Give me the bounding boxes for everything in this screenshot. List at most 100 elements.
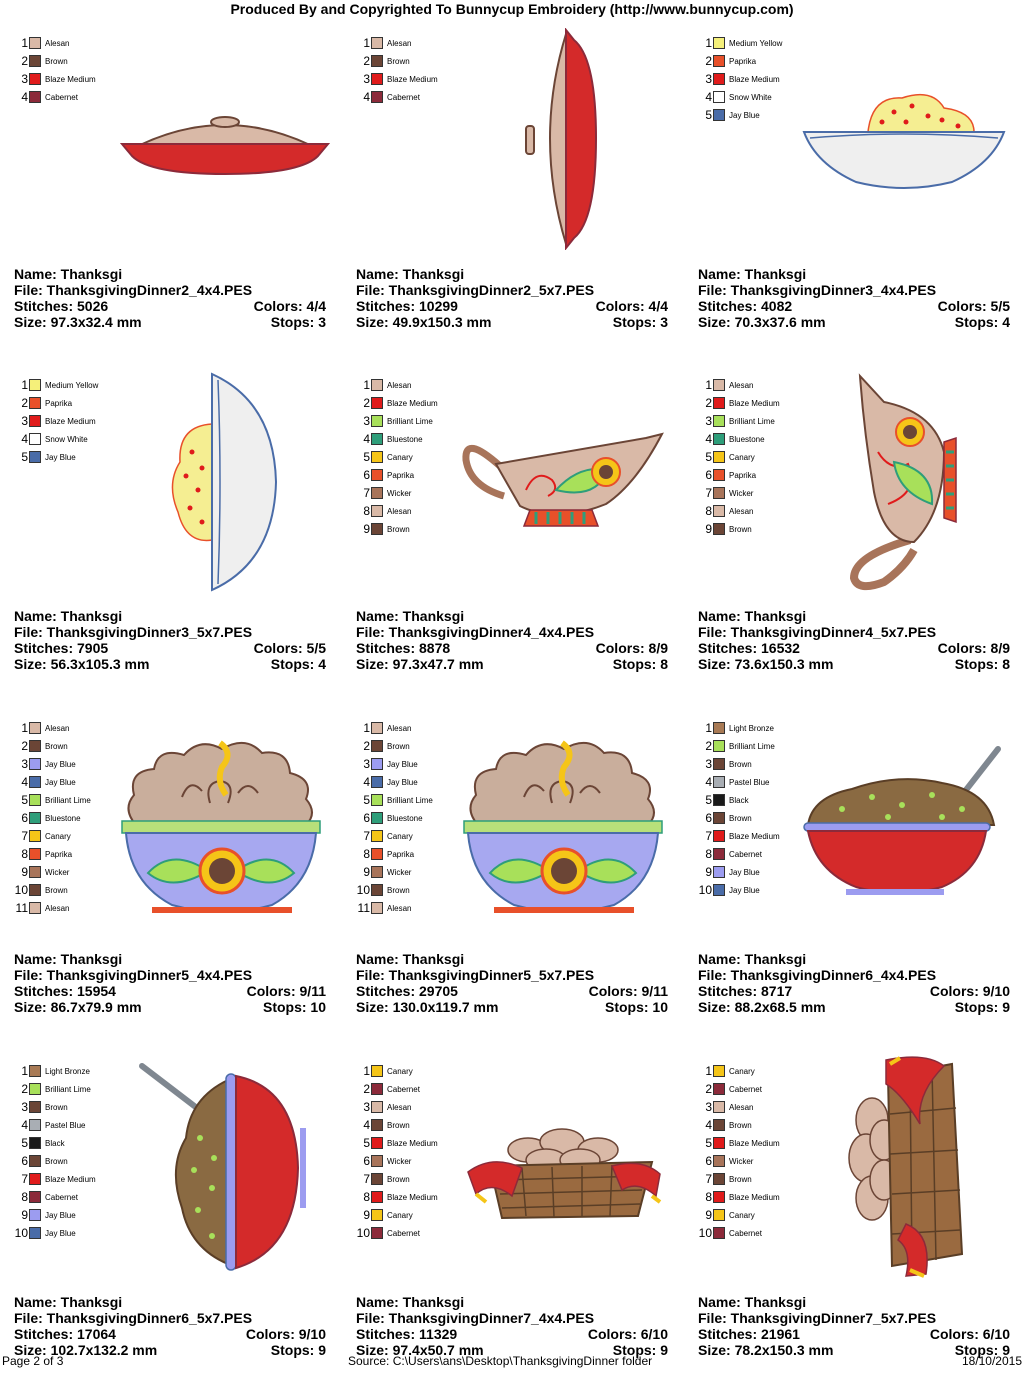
- thread-color-name: Blaze Medium: [387, 398, 438, 408]
- thread-color-name: Jay Blue: [45, 759, 76, 769]
- thread-color-name: Jay Blue: [45, 452, 76, 462]
- thread-color-swatch: [713, 884, 725, 896]
- thread-color-number: 3: [363, 72, 370, 86]
- thread-color-swatch: [713, 55, 725, 67]
- thread-color-name: Canary: [729, 1210, 755, 1220]
- thread-color-swatch: [29, 776, 41, 788]
- thread-color-swatch: [29, 1119, 41, 1131]
- thread-color-name: Canary: [387, 831, 413, 841]
- thread-color-number: 3: [363, 757, 370, 771]
- design-file: File: ThanksgivingDinner4_4x4.PES: [356, 624, 595, 640]
- design-info: Name: Thanksgi File: ThanksgivingDinner3…: [698, 266, 1010, 330]
- thread-color-swatch: [371, 91, 383, 103]
- thread-color-swatch: [713, 1191, 725, 1203]
- thread-color-name: Light Bronze: [45, 1066, 90, 1076]
- thread-color-number: 8: [705, 1190, 712, 1204]
- thread-color-name: Alesan: [45, 38, 70, 48]
- thread-color-name: Brown: [387, 1120, 410, 1130]
- thread-color-number: 7: [363, 829, 370, 843]
- thread-color-name: Cabernet: [45, 92, 78, 102]
- thread-color-swatch: [29, 1137, 41, 1149]
- thread-color-number: 6: [705, 811, 712, 825]
- thread-color-name: Cabernet: [387, 1228, 420, 1238]
- thread-color-number: 1: [363, 721, 370, 735]
- thread-color-name: Canary: [387, 1066, 413, 1076]
- thread-color-swatch: [371, 505, 383, 517]
- thread-color-swatch: [371, 830, 383, 842]
- design-size: Size: 97.4x50.7 mm: [356, 1342, 484, 1358]
- thread-color-swatch: [713, 523, 725, 535]
- thread-color-number: 6: [21, 1154, 28, 1168]
- thread-color-swatch: [29, 1191, 41, 1203]
- thread-color-swatch: [371, 866, 383, 878]
- thread-color-number: 4: [363, 432, 370, 446]
- thread-color-number: 4: [705, 432, 712, 446]
- thread-color-swatch: [371, 1173, 383, 1185]
- thread-color-swatch: [371, 1227, 383, 1239]
- thread-color-name: Blaze Medium: [387, 74, 438, 84]
- design-stitches: Stitches: 8717: [698, 983, 793, 999]
- thread-color-name: Jay Blue: [729, 867, 760, 877]
- thread-color-number: 8: [21, 1190, 28, 1204]
- thread-color-number: 2: [705, 739, 712, 753]
- thread-color-number: 1: [363, 1064, 370, 1078]
- thread-color-row: 1 Canary: [356, 1062, 438, 1080]
- thread-color-swatch: [713, 37, 725, 49]
- thread-color-swatch: [371, 884, 383, 896]
- thread-color-number: 4: [363, 775, 370, 789]
- thread-color-swatch: [713, 91, 725, 103]
- thread-color-swatch: [371, 379, 383, 391]
- thread-color-name: Canary: [45, 831, 71, 841]
- thread-color-swatch: [371, 848, 383, 860]
- thread-color-name: Brown: [45, 1156, 68, 1166]
- thread-color-swatch: [29, 1101, 41, 1113]
- thread-color-number: 10: [14, 883, 28, 897]
- thread-color-name: Paprika: [729, 470, 757, 480]
- design-stitches: Stitches: 11329: [356, 1326, 458, 1342]
- design-file: File: ThanksgivingDinner6_5x7.PES: [14, 1310, 253, 1326]
- design-file: File: ThanksgivingDinner4_5x7.PES: [698, 624, 937, 640]
- thread-color-number: 1: [363, 36, 370, 50]
- thread-color-number: 4: [363, 90, 370, 104]
- thread-color-swatch: [713, 722, 725, 734]
- thread-color-number: 11: [357, 901, 370, 915]
- thread-color-number: 5: [705, 108, 712, 122]
- thread-color-swatch: [713, 469, 725, 481]
- thread-color-name: Paprika: [729, 56, 757, 66]
- thread-color-name: Blaze Medium: [729, 74, 780, 84]
- thread-color-number: 2: [363, 54, 370, 68]
- thread-color-swatch: [29, 1155, 41, 1167]
- thread-color-number: 3: [21, 414, 28, 428]
- design-name: Name: Thanksgi: [356, 1294, 465, 1310]
- design-colors: Colors: 4/4: [595, 298, 668, 314]
- thread-color-name: Alesan: [387, 903, 412, 913]
- design-file: File: ThanksgivingDinner6_4x4.PES: [698, 967, 937, 983]
- design-file: File: ThanksgivingDinner2_4x4.PES: [14, 282, 253, 298]
- design-name: Name: Thanksgi: [356, 951, 465, 967]
- thread-color-name: Jay Blue: [387, 759, 418, 769]
- thread-color-name: Cabernet: [387, 1084, 420, 1094]
- design-name: Name: Thanksgi: [698, 266, 807, 282]
- casserole-dish-side-image: [120, 116, 330, 176]
